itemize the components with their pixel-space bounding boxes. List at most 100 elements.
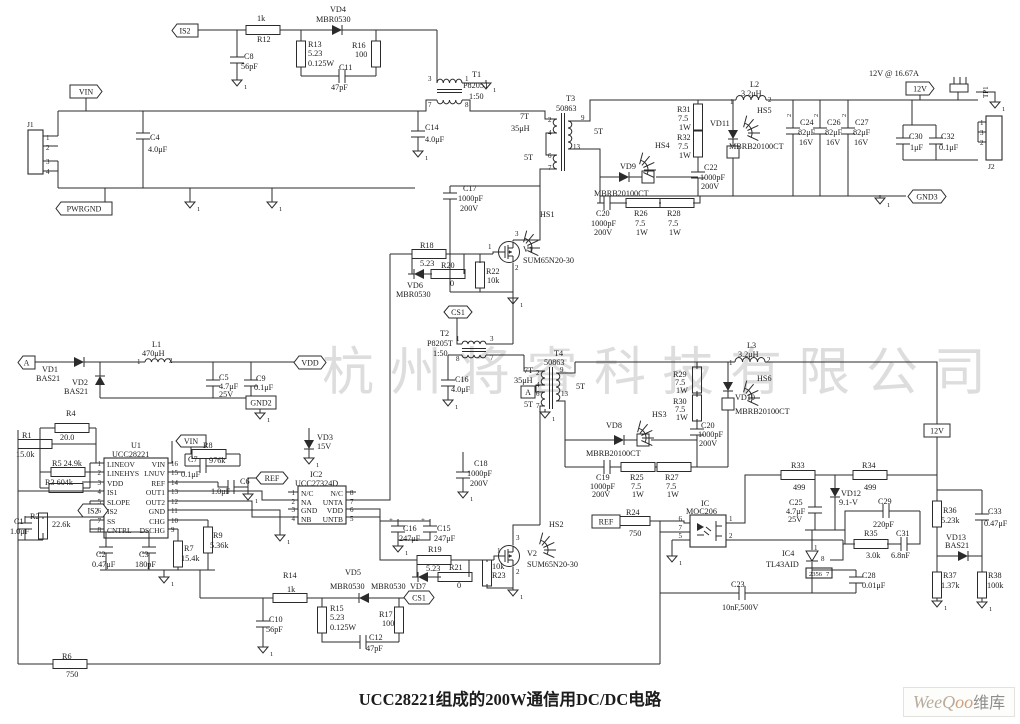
inductor-l3	[734, 357, 766, 363]
port-label: GND3	[916, 193, 937, 202]
label: 247μF	[399, 534, 421, 543]
net-port-gnd2: GND2	[245, 395, 277, 410]
label: R32	[677, 133, 691, 142]
label: C30	[909, 132, 923, 141]
label: 247μF	[434, 534, 456, 543]
label: 13	[561, 390, 569, 398]
label: 4.7μF	[786, 507, 806, 516]
label: R30	[673, 397, 687, 406]
label: 1W	[669, 228, 681, 237]
label: 15	[171, 469, 179, 477]
net-ports: IS2VINPWRGND12VGND3VDDGND2ACS1IS2VINREFR…	[17, 23, 951, 605]
label: R1	[22, 431, 32, 440]
label: 16V	[826, 138, 840, 147]
label: 82μF	[853, 128, 871, 137]
label: 1:50	[469, 92, 484, 101]
ground-net-number: 1	[493, 87, 496, 94]
label: 1000pF	[700, 173, 725, 182]
label: 5.23k	[941, 516, 960, 525]
ground-net-number: 1	[287, 539, 290, 546]
label: 2	[516, 568, 520, 576]
label: 5T	[594, 127, 603, 136]
label: IC4	[782, 549, 794, 558]
optocoupler-internals	[697, 521, 722, 541]
label: C31	[896, 529, 910, 538]
label: R34	[862, 461, 876, 470]
label: 1000pF	[590, 482, 615, 491]
label: 6	[350, 506, 354, 514]
label: C22	[704, 163, 718, 172]
label: 0.125W	[308, 59, 334, 68]
label: 16V	[854, 138, 868, 147]
net-port-12v: 12V	[905, 81, 935, 96]
label: C3	[139, 550, 149, 559]
label: 1:50	[433, 349, 448, 358]
label: R8	[203, 441, 213, 450]
label: C15	[437, 524, 451, 533]
label: VDD	[327, 506, 344, 515]
label: 9	[171, 526, 175, 534]
label: 2	[768, 96, 772, 104]
label: C28	[862, 571, 876, 580]
testpoint-tp1	[949, 77, 969, 93]
label: MBR0530	[371, 582, 406, 591]
label: R31	[677, 105, 691, 114]
label: 16	[171, 460, 179, 468]
label: 3	[515, 230, 519, 238]
label: 1	[292, 489, 296, 497]
label: TP1	[982, 86, 990, 98]
port-label: VIN	[184, 437, 198, 446]
label: 1.0μF	[10, 527, 30, 536]
label: VD8	[606, 421, 622, 430]
label: 2	[980, 139, 984, 147]
label: 22.6k	[52, 520, 71, 529]
label: 4.0μF	[451, 385, 471, 394]
label: 7.5	[678, 114, 688, 123]
label: 5.36k	[210, 541, 229, 550]
label: 7	[679, 524, 683, 532]
ground-symbol: 1	[253, 410, 270, 424]
label: 200V	[699, 439, 717, 448]
label: 3.2μH	[741, 89, 762, 98]
label: 13	[171, 488, 179, 496]
ground-net-number: 1	[279, 206, 282, 213]
label: 2	[767, 356, 771, 364]
ground-net-number: 1	[520, 594, 523, 601]
label: 1	[46, 134, 50, 142]
label: 7.5	[678, 142, 688, 151]
port-label: A	[525, 388, 531, 397]
label: 3	[98, 479, 102, 487]
label: VD1	[42, 365, 58, 374]
label: R3 604k	[45, 478, 74, 487]
label: 4	[536, 381, 540, 389]
net-port-is2: IS2	[171, 23, 199, 38]
label: 1k	[257, 14, 266, 23]
label: 2356	[809, 571, 823, 578]
ground-net-number: 1	[455, 404, 458, 411]
label: MOC206	[686, 507, 717, 516]
label: 200V	[460, 204, 478, 213]
ground-symbol: 1	[273, 532, 290, 546]
ground-net-number: 1	[679, 560, 682, 567]
ground-symbol: 1	[506, 587, 523, 601]
label: UCC28221	[112, 450, 149, 459]
label: 1	[465, 75, 469, 83]
label: 4.0μF	[148, 145, 168, 154]
label: 5	[350, 515, 354, 523]
label: 0.47μF	[984, 519, 1008, 528]
brand-suffix: 维库	[973, 695, 1006, 712]
label: N/C	[301, 489, 314, 498]
brand-script-oo: oo	[955, 692, 974, 712]
ground-symbol: 1	[988, 99, 1005, 113]
label: 180pF	[135, 560, 156, 569]
label: 35μH	[511, 124, 530, 133]
label: VD13	[946, 533, 966, 542]
label: 82μF	[798, 128, 816, 137]
label: C19	[596, 473, 610, 482]
label: L3	[747, 341, 756, 350]
ground-symbol: 1	[391, 543, 408, 557]
label: IC	[701, 499, 710, 508]
label: C8	[244, 52, 254, 61]
label: CNTRL	[107, 526, 132, 535]
label: 5T	[524, 153, 533, 162]
